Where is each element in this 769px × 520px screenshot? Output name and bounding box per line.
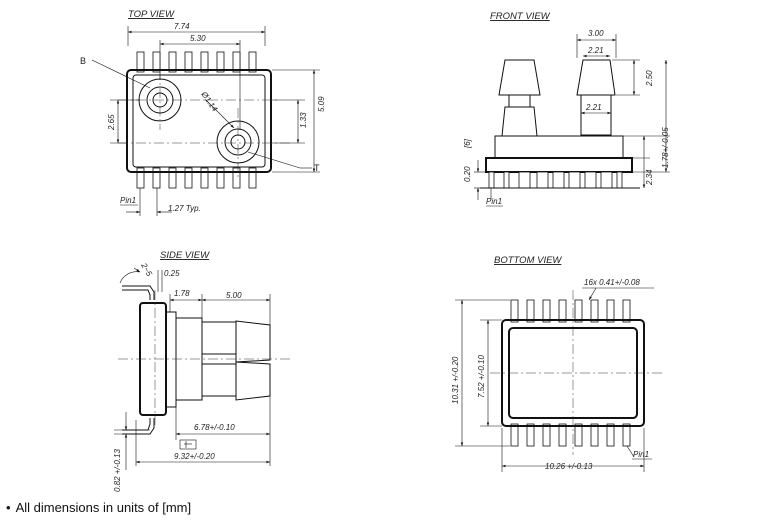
front-view-title: FRONT VIEW: [490, 11, 551, 22]
label-t: T: [314, 163, 320, 173]
dim-port-height: 2.50: [645, 70, 654, 87]
dim-side-3: 6.78+/-0.10: [194, 423, 235, 432]
dim-pin-width: 16x 0.41+/-0.08: [584, 278, 640, 287]
dim-pin-pitch: 1.27 Typ.: [168, 204, 201, 213]
dim-lead-offset: 0.20: [463, 166, 472, 182]
dim-diameter: Ø1.14: [199, 89, 220, 113]
dim-port-spacing: 5.30: [190, 34, 206, 43]
dim-lead-offset-bracket: [6]: [463, 138, 472, 149]
top-view: TOP VIEW 7.74 5.30: [80, 9, 326, 216]
dim-side-2: 5.00: [226, 291, 242, 300]
dim-body-height: 2.34: [645, 169, 654, 186]
dim-body-tolerance: 1.78+/-0.05: [661, 127, 670, 168]
top-view-top-pins: [136, 51, 257, 73]
dim-left-height: 2.65: [107, 114, 116, 131]
side-view: SIDE VIEW 2~5 0.25 1.78 5.00: [113, 250, 290, 492]
bottom-view: BOTTOM VIEW 16x 0.41+/-0.08: [451, 255, 665, 472]
dim-side-4: 9.32+/-0.20: [174, 452, 215, 461]
dim-port-width: 3.00: [588, 29, 604, 38]
label-b: B: [80, 56, 86, 66]
front-view: FRONT VIEW 3.00 2.21: [463, 11, 670, 207]
top-view-body: [126, 69, 272, 173]
bottom-view-top-pins: [510, 299, 631, 323]
front-view-pins: [488, 171, 623, 189]
dim-port-inner-bottom: 2.21: [585, 103, 602, 112]
side-view-title: SIDE VIEW: [160, 250, 210, 261]
package-drawing: TOP VIEW 7.74 5.30: [80, 9, 670, 492]
top-view-title: TOP VIEW: [128, 9, 175, 20]
dim-port-offset: 1.33: [299, 112, 308, 128]
bottom-view-title: BOTTOM VIEW: [494, 255, 562, 266]
dim-port-inner-top: 2.21: [587, 46, 604, 55]
units-footnote: • All dimensions in units of [mm]: [6, 500, 191, 515]
bullet-icon: •: [6, 500, 11, 515]
dim-side-5: 0.82 +/-0.13: [113, 449, 122, 492]
dim-lead-thickness: 0.25: [164, 269, 180, 278]
label-pin1-bottom: Pin1: [633, 450, 649, 459]
dim-width-bottom: 10.26 +/-0.13: [545, 462, 593, 471]
port-t: [216, 120, 260, 164]
dim-body-height-bottom: 7.52 +/-0.10: [477, 355, 486, 398]
top-view-bottom-pins: [136, 167, 257, 189]
bottom-view-bottom-pins: [510, 423, 631, 447]
dim-total-height: 10.31 +/-0.20: [451, 356, 460, 404]
units-footnote-text: All dimensions in units of [mm]: [15, 500, 192, 515]
dim-overall-width: 7.74: [174, 22, 190, 31]
dim-height: 5.09: [317, 96, 326, 112]
label-pin1-top: Pin1: [120, 196, 136, 205]
label-pin1-front: Pin1: [486, 197, 502, 206]
dim-angle: 2~5: [139, 261, 154, 279]
dim-side-1: 1.78: [174, 289, 190, 298]
